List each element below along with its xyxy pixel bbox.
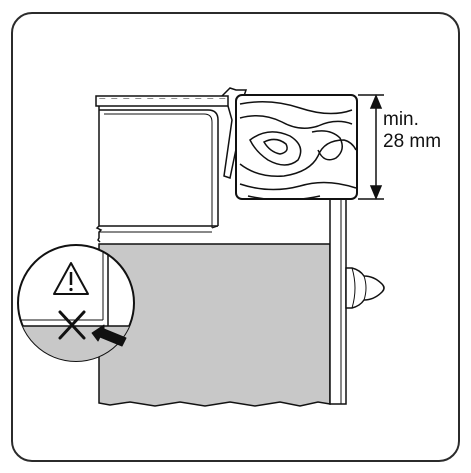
outer-frame (11, 12, 460, 462)
thickness-label: 28 mm (383, 131, 442, 152)
warning-triangle-icon (53, 262, 89, 295)
min-label: min. (383, 109, 419, 130)
knob-icon (345, 267, 385, 309)
hob-body (95, 106, 219, 243)
side-wall (329, 198, 347, 405)
cabinet-panel (98, 243, 331, 407)
hob-top (95, 95, 229, 107)
cross-icon (58, 310, 86, 340)
pointer-arrow-icon (91, 324, 127, 347)
thickness-dimension (358, 94, 384, 200)
worktop-cross-section (235, 94, 358, 200)
dimension-label: min. 28 mm (383, 109, 469, 153)
